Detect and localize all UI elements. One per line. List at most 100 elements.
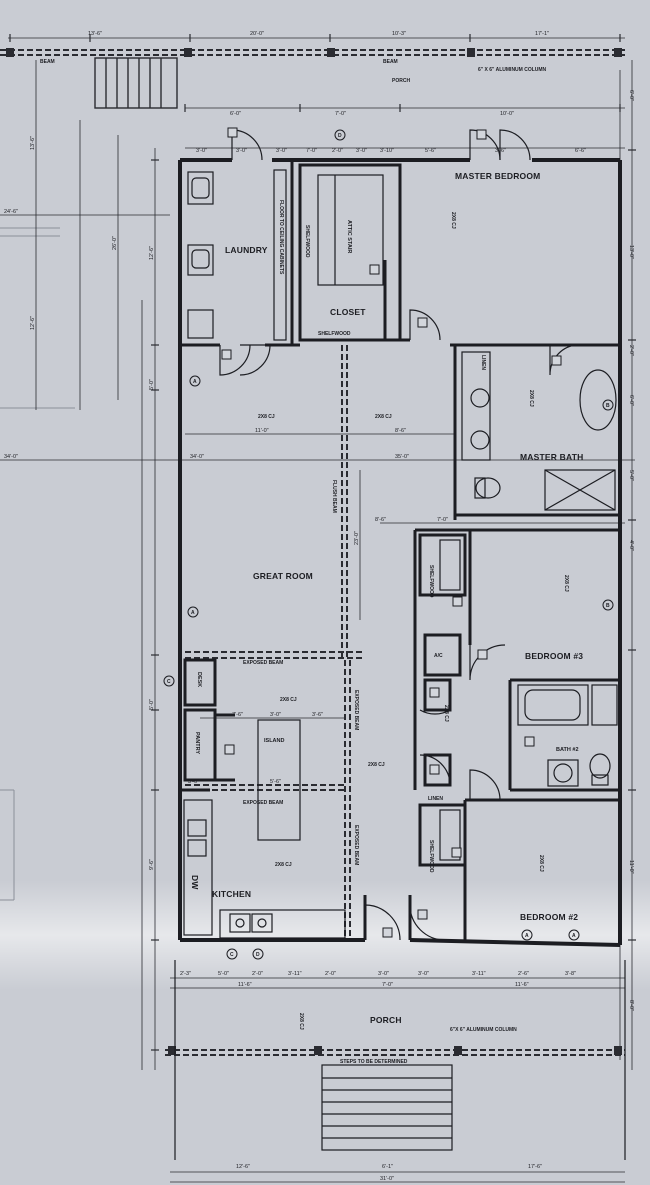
room-label-linen-2: LINEN bbox=[428, 796, 443, 802]
note-joist-island: 2X8 CJ bbox=[280, 697, 297, 703]
dim-bottom1-4: 2'-0" bbox=[325, 971, 336, 977]
note-joist-kitchen: 2X8 CJ bbox=[275, 862, 292, 868]
column-posts bbox=[6, 48, 622, 1055]
tag-a-3: A bbox=[525, 933, 529, 939]
dim-mid-3: 23'-0" bbox=[354, 531, 360, 545]
room-label-closet: CLOSET bbox=[330, 307, 366, 317]
dim-kitchen-0: 7'-6" bbox=[232, 712, 243, 718]
dim-row3-2: 3'-0" bbox=[276, 148, 287, 154]
dim-row3-5: 3'-0" bbox=[356, 148, 367, 154]
tag-a-4: A bbox=[572, 933, 576, 939]
dimension-labels: 13'-6" 20'-0" 10'-3" 17'-1" 6'-0" 7'-0" … bbox=[4, 31, 634, 1182]
dimension-ticks bbox=[9, 34, 636, 1051]
dim-row2-2: 10'-0" bbox=[500, 111, 514, 117]
room-labels: MASTER BEDROOM LAUNDRY CLOSET ATTIC STAI… bbox=[190, 171, 583, 1025]
dim-bottom2-1: 7'-0" bbox=[382, 982, 393, 988]
room-label-master-bedroom: MASTER BEDROOM bbox=[455, 171, 540, 181]
dim-right-7: 8'-0" bbox=[628, 1000, 634, 1011]
dim-bottom1-3: 3'-11" bbox=[288, 971, 302, 977]
dim-mid-0: 11'-0" bbox=[255, 428, 269, 434]
dim-row3-8: 3'-6" bbox=[495, 148, 506, 154]
background-sheet-lines bbox=[0, 227, 75, 901]
dim-porch-2: 17'-6" bbox=[528, 1164, 542, 1170]
paper-glare bbox=[0, 880, 650, 990]
dim-right-3: 6'-0" bbox=[628, 395, 634, 406]
dim-left-inner-0: 13'-6" bbox=[30, 136, 36, 150]
dim-mid-1: 8'-6" bbox=[395, 428, 406, 434]
dim-bottom1-7: 3'-11" bbox=[472, 971, 486, 977]
note-shelfwood-2: SHELFWOOD bbox=[428, 565, 434, 598]
tag-a-2: A bbox=[191, 610, 195, 616]
beam-dashed-lines bbox=[0, 49, 625, 1056]
dim-bottom1-5: 3'-0" bbox=[378, 971, 389, 977]
dim-row3-7: 5'-6" bbox=[425, 148, 436, 154]
note-flush-beam: FLUSH BEAM bbox=[331, 480, 337, 513]
dim-row3-0: 3'-0" bbox=[196, 148, 207, 154]
dim-bottom1-1: 5'-0" bbox=[218, 971, 229, 977]
dim-mid-2: 35'-0" bbox=[395, 454, 409, 460]
room-label-bedroom-3: BEDROOM #3 bbox=[525, 651, 583, 661]
dim-right-5: 4'-0" bbox=[628, 540, 634, 551]
dim-top-2: 10'-3" bbox=[392, 31, 406, 37]
note-beam-left: BEAM bbox=[40, 59, 55, 65]
dim-bottom2-0: 11'-6" bbox=[238, 982, 252, 988]
room-label-dw: DW bbox=[190, 875, 200, 890]
note-shelfwood-1: SHELFWOOD bbox=[318, 331, 351, 337]
dim-porch-1: 6'-1" bbox=[382, 1164, 393, 1170]
dim-total-bottom: 31'-0" bbox=[380, 1176, 394, 1182]
note-exposed-beam-vertical-1: EXPOSED BEAM bbox=[353, 690, 359, 730]
room-label-pantry: PANTRY bbox=[194, 732, 200, 754]
note-shelfwood-3: SHELFWOOD bbox=[428, 840, 434, 873]
dim-row3-6: 3'-10" bbox=[380, 148, 394, 154]
dim-bottom2-2: 11'-6" bbox=[515, 982, 529, 988]
dim-left-inner-3: 12'-6" bbox=[149, 246, 155, 260]
dim-right-6: 11'-0" bbox=[628, 860, 634, 874]
note-aluminum-column-top: 6" X 6" ALUMINUM COLUMN bbox=[478, 67, 547, 73]
room-label-bedroom-2: BEDROOM #2 bbox=[520, 912, 578, 922]
note-joist-hall: 2X8 CJ bbox=[368, 762, 385, 768]
dim-right-4: 5'-0" bbox=[628, 470, 634, 481]
dim-bottom1-8: 2'-6" bbox=[518, 971, 529, 977]
dim-top-0: 13'-6" bbox=[88, 31, 102, 37]
room-label-laundry: LAUNDRY bbox=[225, 245, 268, 255]
dim-left-outer-1: 34'-0" bbox=[4, 454, 18, 460]
note-exposed-beam-1: EXPOSED BEAM bbox=[243, 660, 283, 666]
room-label-island: ISLAND bbox=[264, 738, 285, 744]
note-joist-bedroom-2: 2X8 CJ bbox=[538, 855, 544, 872]
dim-top-3: 17'-1" bbox=[535, 31, 549, 37]
exterior-walls bbox=[178, 158, 622, 947]
dim-row3-1: 3'-0" bbox=[236, 148, 247, 154]
dim-left-outer-3: 34'-0" bbox=[190, 454, 204, 460]
room-label-linen-1: LINEN bbox=[480, 355, 486, 370]
tag-letters: A A C D B B A A C D bbox=[167, 133, 610, 958]
note-joist-bedroom-3: 2X8 CJ bbox=[563, 575, 569, 592]
room-label-bath-2: BATH #2 bbox=[556, 747, 579, 753]
dim-mid-4: 8'-6" bbox=[375, 517, 386, 523]
note-beam-right: BEAM bbox=[383, 59, 398, 65]
dim-row2-1: 7'-0" bbox=[335, 111, 346, 117]
dim-bottom1-2: 2'-0" bbox=[252, 971, 263, 977]
interior-walls bbox=[180, 160, 620, 940]
door-swings bbox=[219, 129, 576, 941]
dim-kitchen-4: 3'-6" bbox=[188, 779, 199, 785]
dim-right-1: 13'-0" bbox=[628, 245, 634, 259]
note-joist-great-room-right: 2X8 CJ bbox=[375, 414, 392, 420]
tag-c-2: C bbox=[230, 952, 234, 958]
dim-left-outer-2: 26'-0" bbox=[112, 236, 118, 250]
tag-b-1: B bbox=[606, 603, 610, 609]
fixtures bbox=[174, 169, 626, 1160]
tag-circles bbox=[163, 129, 614, 960]
note-aluminum-column-bottom: 6"X 6" ALUMINUM COLUMN bbox=[450, 1027, 517, 1033]
dim-bottom1-6: 3'-0" bbox=[418, 971, 429, 977]
tag-c: C bbox=[167, 679, 171, 685]
annotation-notes: BEAM BEAM 6" X 6" ALUMINUM COLUMN PORCH … bbox=[40, 59, 569, 1065]
dim-row3-3: 7'-0" bbox=[306, 148, 317, 154]
note-steps-to-be-determined: STEPS TO BE DETERMINED bbox=[340, 1059, 408, 1065]
tag-d-2: D bbox=[256, 952, 260, 958]
dim-left-inner-2: 5'-0" bbox=[149, 379, 155, 390]
tag-d: D bbox=[338, 133, 342, 139]
dim-left-outer-0: 24'-6" bbox=[4, 209, 18, 215]
room-label-attic-stair: ATTIC STAIR bbox=[346, 220, 352, 253]
